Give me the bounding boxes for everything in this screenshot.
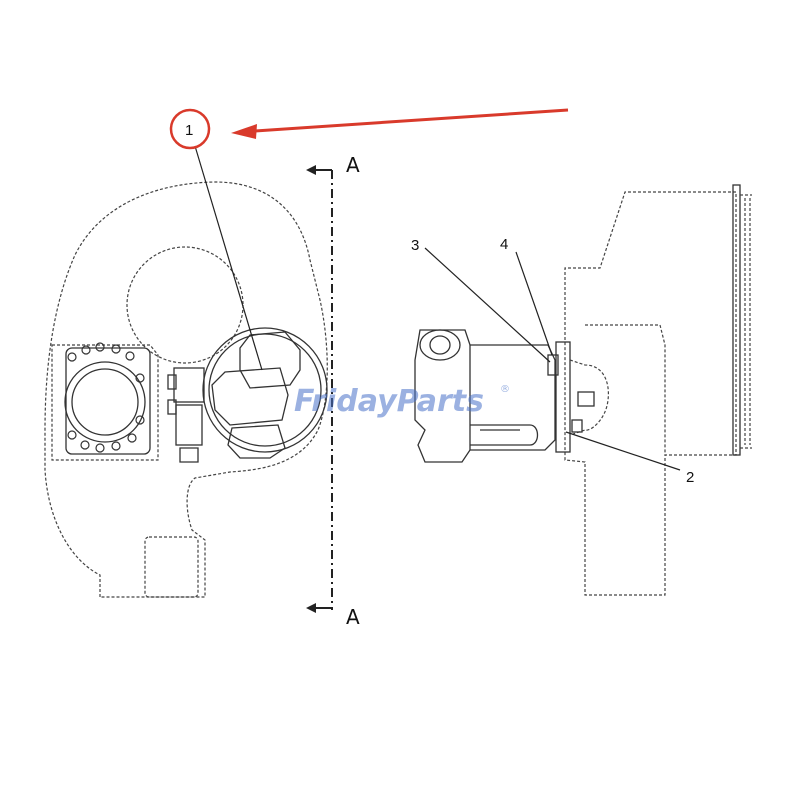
- housing-side-view: [564, 184, 752, 596]
- watermark: FridayParts ®: [294, 384, 510, 419]
- flange-bolt-pattern: [64, 342, 151, 455]
- section-label-top: A: [346, 153, 360, 177]
- callout-1: 1: [185, 122, 193, 139]
- watermark-part2: Parts: [397, 384, 484, 419]
- motor-side-view: [414, 329, 610, 463]
- callout-2: 2: [686, 469, 694, 486]
- housing-front-view: [44, 181, 328, 598]
- section-line: [306, 165, 333, 613]
- section-label-bottom: A: [346, 605, 360, 629]
- red-arrow-icon: [231, 108, 569, 139]
- leader-lines: [194, 145, 681, 471]
- watermark-part1: Friday: [294, 384, 398, 419]
- callout-4: 4: [500, 236, 508, 253]
- callout-3: 3: [411, 237, 419, 254]
- valve-assembly: [167, 327, 328, 463]
- callout-1-highlight-circle: [169, 108, 211, 150]
- watermark-registered-mark: ®: [500, 384, 510, 395]
- svg-text:FridayParts: FridayParts: [294, 384, 484, 419]
